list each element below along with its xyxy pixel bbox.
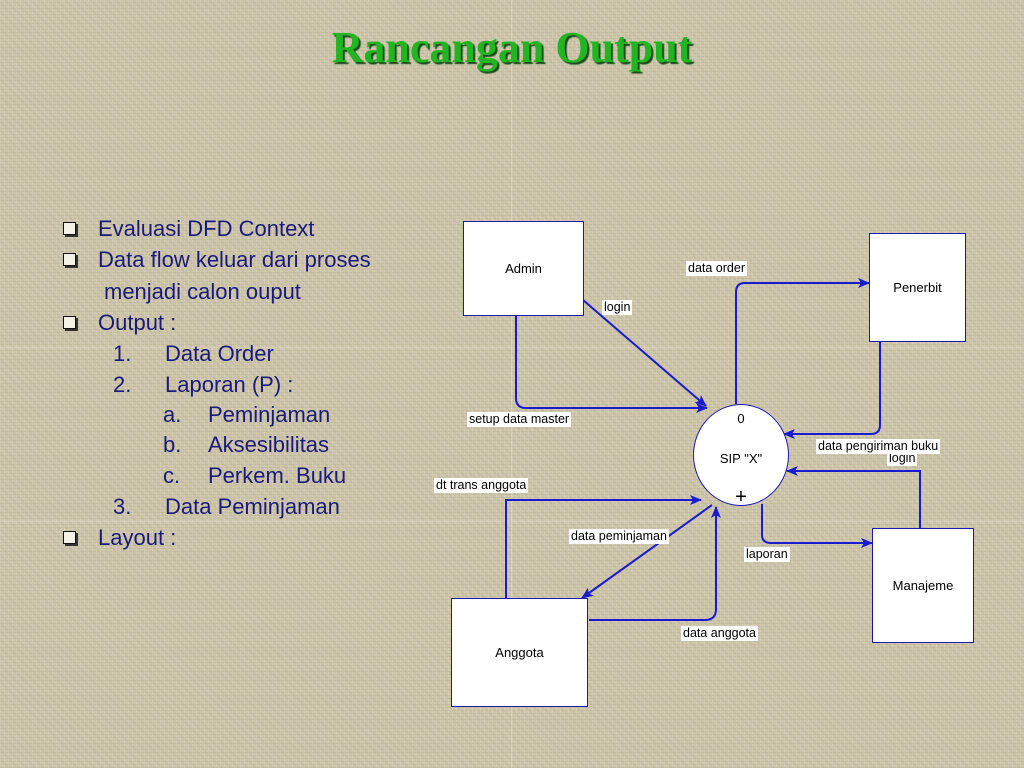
list-letter: c. [163, 463, 181, 488]
guide-line [0, 521, 1024, 522]
entity-admin: Admin [463, 221, 584, 316]
flow-data-order-arrow [735, 278, 870, 404]
bullet-item-continuation: menjadi calon ouput [104, 279, 301, 304]
flow-label-data-peminjaman: data peminjaman [569, 529, 669, 544]
list-letter: b. [163, 432, 182, 457]
flow-label-login-manajeme: login [887, 451, 918, 466]
list-number: 1. [113, 341, 132, 366]
flow-setup-data-master-arrow [515, 316, 708, 413]
flow-data-pengiriman-buku-arrow [783, 341, 881, 439]
flow-label-data-order: data order [686, 261, 747, 276]
process-circle: 0 SIP "X" + [693, 404, 789, 508]
process-name: SIP "X" [719, 451, 763, 466]
guide-line [511, 0, 512, 768]
flow-dt-trans-anggota-arrow [505, 495, 702, 598]
bullet-item: Output : [98, 310, 177, 335]
process-plus-icon: + [735, 486, 747, 508]
checkbox-bullet-icon [63, 316, 76, 329]
bullet-item: Layout : [98, 525, 177, 550]
entity-manajeme: Manajeme [872, 528, 974, 643]
entity-penerbit: Penerbit [869, 233, 966, 342]
bullet-item: Data flow keluar dari proses [98, 247, 371, 272]
list-subitem: Peminjaman [208, 402, 331, 427]
flow-label-data-pengiriman-buku: data pengiriman buku [816, 439, 941, 454]
checkbox-bullet-icon [63, 253, 76, 266]
list-letter: a. [163, 402, 182, 427]
flow-label-dt-trans-anggota: dt trans anggota [434, 478, 529, 493]
flow-label-login: login [602, 300, 633, 315]
slide-title: Rancangan Output [331, 23, 693, 72]
flow-label-data-anggota: data anggota [681, 626, 758, 641]
list-number: 2. [113, 372, 132, 397]
list-item: Laporan (P) : [165, 372, 294, 397]
flow-label-setup-data-master: setup data master [467, 412, 572, 427]
checkbox-bullet-icon [63, 222, 76, 235]
list-subitem: Aksesibilitas [208, 432, 330, 457]
bullet-item: Evaluasi DFD Context [98, 216, 315, 241]
entity-anggota: Anggota [451, 598, 588, 707]
flow-laporan-arrow [761, 504, 873, 548]
process-number: 0 [737, 411, 745, 426]
list-subitem: Perkem. Buku [208, 463, 347, 488]
flow-data-peminjaman-arrow [581, 504, 713, 599]
flow-data-anggota-arrow [589, 506, 721, 621]
list-number: 3. [113, 494, 132, 519]
list-item: Data Peminjaman [165, 494, 340, 519]
checkbox-bullet-icon [63, 531, 76, 544]
guide-line [0, 347, 1024, 348]
flow-label-laporan: laporan [744, 547, 790, 562]
flow-login-admin-arrow [582, 299, 707, 407]
list-item: Data Order [165, 341, 274, 366]
flow-login-manajeme-arrow [786, 466, 921, 528]
